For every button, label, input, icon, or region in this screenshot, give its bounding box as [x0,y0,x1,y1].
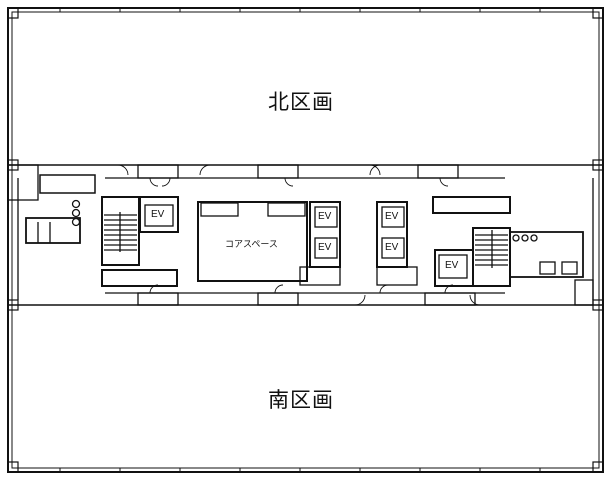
zone-label-south: 南区画 [268,388,334,412]
elevator-label: EV [385,242,399,253]
perimeter-columns [7,7,604,473]
elevator-label: EV [385,211,399,222]
elevator-label: EV [318,242,332,253]
stair-treads-right [475,230,508,268]
outer-wall [7,7,604,473]
elevator-label: EV [318,211,332,222]
elevator-car-3 [314,237,338,259]
stair-treads-left [104,212,137,252]
restroom-left [25,217,81,244]
elevator-car-6 [438,254,468,279]
inner-wall [11,11,600,469]
core-space-label: コアスペース [225,240,278,250]
elevator-label: EV [151,209,165,220]
zone-label-north: 北区画 [268,90,334,114]
core-space-room [197,201,308,282]
elevator-label: EV [445,260,459,271]
restroom-right [509,231,584,278]
elevator-car-5 [381,237,405,259]
elevator-car-2 [314,206,338,228]
elevator-car-1 [144,204,174,227]
elevator-car-4 [381,206,405,228]
door-swings [117,164,481,306]
